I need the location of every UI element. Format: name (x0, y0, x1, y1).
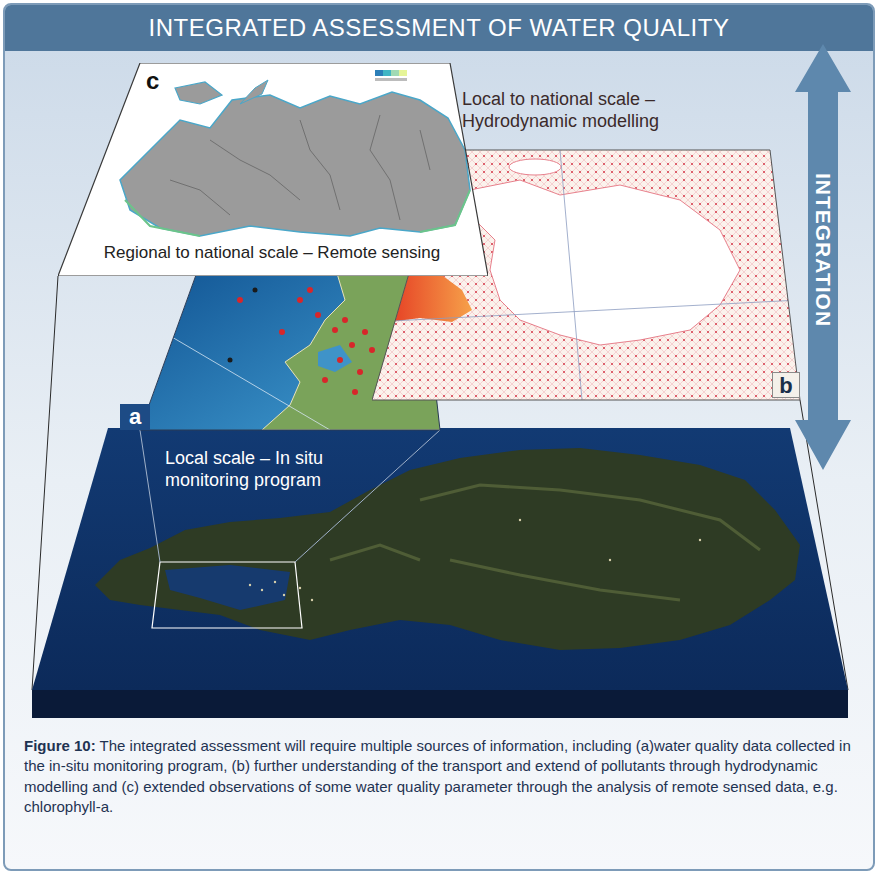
caption-lead: Figure 10: (24, 737, 96, 754)
caption-body: The integrated assessment will require m… (24, 737, 851, 815)
remote-sensing-panel: cRegional to national scale – Remote sen… (58, 63, 488, 276)
panel-letter: c (146, 67, 159, 95)
text-slot: Regional to national scale – Remote sens… (74, 243, 470, 263)
figure-caption: Figure 10: The integrated assessment wil… (24, 736, 854, 817)
title-text: INTEGRATED ASSESSMENT OF WATER QUALITY (5, 5, 873, 51)
letter-box: a (120, 404, 150, 430)
text-slot: Local scale – In situ monitoring program (165, 448, 370, 491)
satellite-base-panel: Local scale – In situ monitoring program (30, 426, 852, 721)
panel-heading: Regional to national scale – Remote sens… (104, 243, 440, 263)
text-slot: Local to national scale – Hydrodynamic m… (462, 89, 707, 132)
integration-label: INTEGRATION (811, 173, 835, 327)
panel-letter: a (129, 404, 141, 430)
panel-heading: Local scale – In situ monitoring program (165, 448, 370, 491)
text-slot: c (146, 67, 186, 95)
panel-letter: b (779, 373, 792, 399)
satellite-base (30, 426, 852, 721)
letter-box: b (772, 372, 800, 398)
panel-heading: Local to national scale – Hydrodynamic m… (462, 89, 707, 132)
header-band: INTEGRATED ASSESSMENT OF WATER QUALITY (5, 5, 873, 51)
